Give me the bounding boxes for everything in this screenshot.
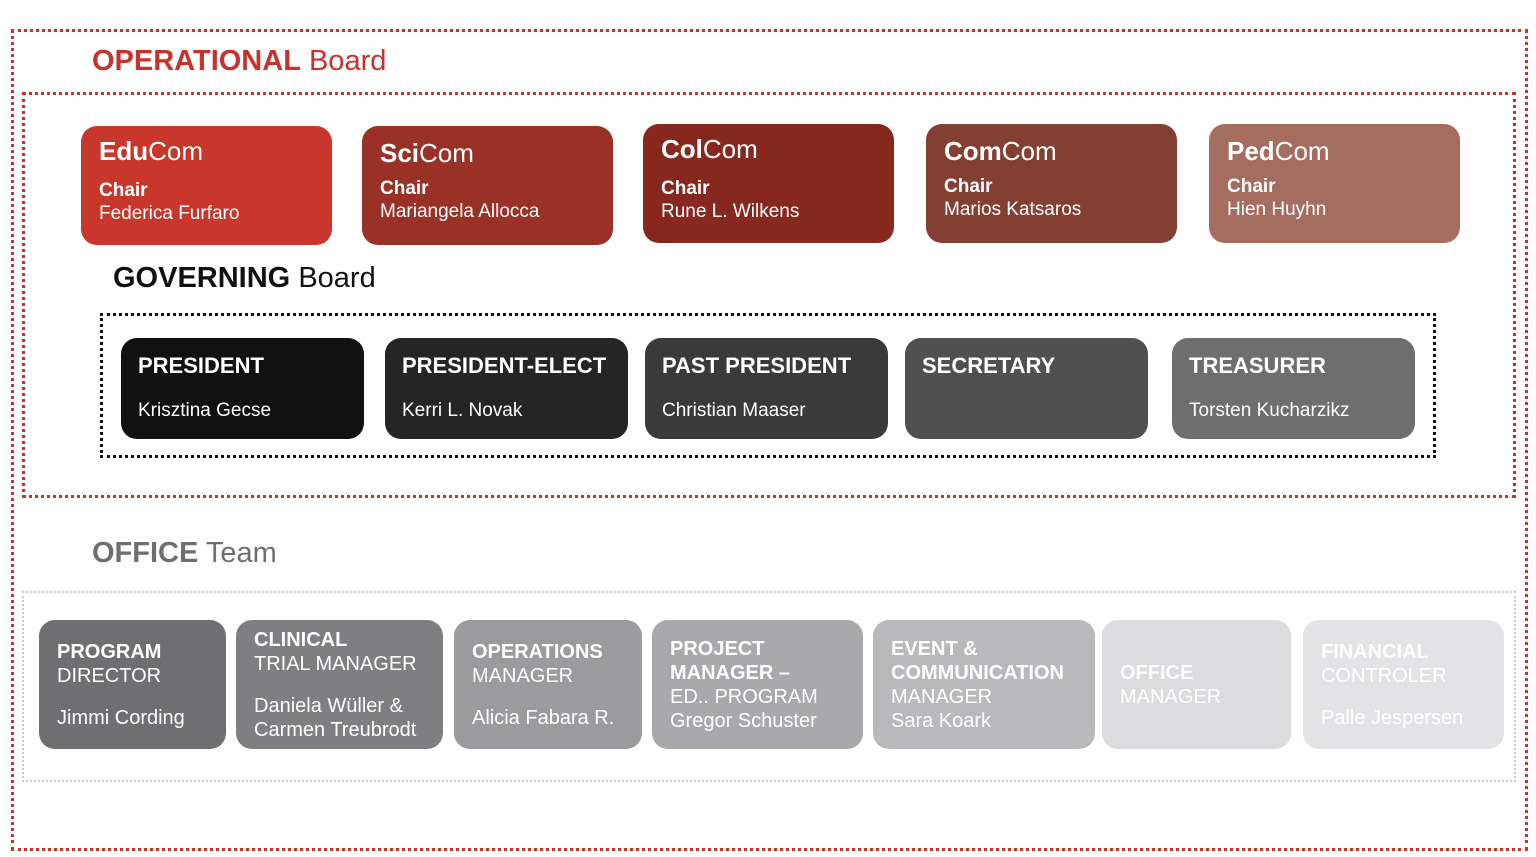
governing-box-secretary: SECRETARY	[905, 338, 1148, 439]
role-title: PRESIDENT	[138, 353, 264, 378]
office-team-frame	[22, 591, 1516, 782]
office-text-line: COMMUNICATION	[891, 661, 1064, 684]
office-text-line: FINANCIAL	[1321, 640, 1429, 663]
operational-heading-bold: OPERATIONAL	[92, 45, 301, 77]
office-text-line: PROGRAM	[57, 640, 162, 663]
governing-box-treasurer: TREASURER Torsten Kucharzikz	[1172, 338, 1415, 439]
office-text-line: CLINICAL	[254, 628, 348, 651]
role-title: PAST PRESIDENT	[662, 353, 852, 378]
committee-name: ColCom	[661, 134, 758, 164]
office-text-line: Alicia Fabara R.	[472, 706, 615, 729]
chair-name: Mariangela Allocca	[380, 201, 540, 222]
member-name: Christian Maaser	[662, 400, 806, 421]
office-text-line: OFFICE	[1120, 661, 1194, 684]
office-text-line: ED.. PROGRAM	[670, 685, 818, 708]
office-text-line: Sara Koark	[891, 709, 992, 732]
governing-board-frame	[100, 313, 1436, 458]
office-text-line: Daniela Wüller &	[254, 694, 403, 717]
chair-label: Chair	[1227, 176, 1276, 197]
role-title: SECRETARY	[922, 353, 1056, 378]
operational-board-heading: OPERATIONAL Board	[92, 45, 386, 78]
role-title: PRESIDENT-ELECT	[402, 353, 607, 378]
chair-label: Chair	[380, 178, 429, 199]
office-text-line: CONTROLER	[1321, 664, 1447, 687]
governing-box-past-president: PAST PRESIDENT Christian Maaser	[645, 338, 888, 439]
office-team-heading: OFFICE Team	[92, 537, 277, 570]
office-text-line: PROJECT	[670, 637, 765, 660]
office-text-line: TRIAL MANAGER	[254, 652, 417, 675]
office-text-line: Gregor Schuster	[670, 709, 817, 732]
member-name: Krisztina Gecse	[138, 400, 272, 421]
office-text-line: MANAGER –	[670, 661, 791, 684]
office-text-line: Jimmi Cording	[57, 706, 185, 729]
office-text-line: MANAGER	[891, 685, 993, 708]
office-text-line: DIRECTOR	[57, 664, 162, 687]
governing-heading-rest: Board	[298, 262, 376, 294]
office-text-line: Carmen Treubrodt	[254, 718, 417, 741]
office-text-line: OPERATIONS	[472, 640, 603, 663]
office-text-line: Palle Jespersen	[1321, 706, 1464, 729]
member-name: Kerri L. Novak	[402, 400, 523, 421]
office-text-line: EVENT &	[891, 637, 978, 660]
line-spacer	[254, 676, 425, 694]
governing-box-president-elect: PRESIDENT-ELECT Kerri L. Novak	[385, 338, 628, 439]
office-text-line: MANAGER	[472, 664, 574, 687]
chair-name: Marios Katsaros	[944, 199, 1082, 220]
committee-name: PedCom	[1227, 136, 1330, 166]
committee-box-pedcom: PedCom Chair Hien Huyhn	[1209, 124, 1460, 243]
line-spacer	[57, 688, 208, 706]
office-heading-rest: Team	[205, 537, 277, 569]
chair-name: Rune L. Wilkens	[661, 201, 800, 222]
governing-board-heading: GOVERNING Board	[113, 262, 376, 295]
chair-label: Chair	[944, 176, 993, 197]
committee-box-comcom: ComCom Chair Marios Katsaros	[926, 124, 1177, 243]
committee-box-educom: EduCom Chair Federica Furfaro	[81, 126, 332, 245]
office-heading-bold: OFFICE	[92, 537, 199, 569]
committee-name: SciCom	[380, 138, 474, 168]
committee-name: ComCom	[944, 136, 1057, 166]
line-spacer	[472, 688, 624, 706]
operational-board-frame	[22, 92, 1516, 498]
governing-heading-bold: GOVERNING	[113, 262, 291, 294]
chair-name: Federica Furfaro	[99, 203, 240, 224]
chair-name: Hien Huyhn	[1227, 199, 1327, 220]
governing-box-president: PRESIDENT Krisztina Gecse	[121, 338, 364, 439]
operational-heading-rest: Board	[308, 45, 387, 77]
outer-dotted-frame	[11, 29, 1528, 851]
role-title: TREASURER	[1189, 353, 1326, 378]
office-text-line: MANAGER	[1120, 685, 1222, 708]
chair-label: Chair	[661, 178, 710, 199]
member-name: Torsten Kucharzikz	[1189, 400, 1350, 421]
committee-box-colcom: ColCom Chair Rune L. Wilkens	[643, 124, 894, 243]
chair-label: Chair	[99, 180, 148, 201]
line-spacer	[1321, 688, 1486, 706]
committee-name: EduCom	[99, 136, 204, 166]
committee-box-scicom: SciCom Chair Mariangela Allocca	[362, 126, 613, 245]
